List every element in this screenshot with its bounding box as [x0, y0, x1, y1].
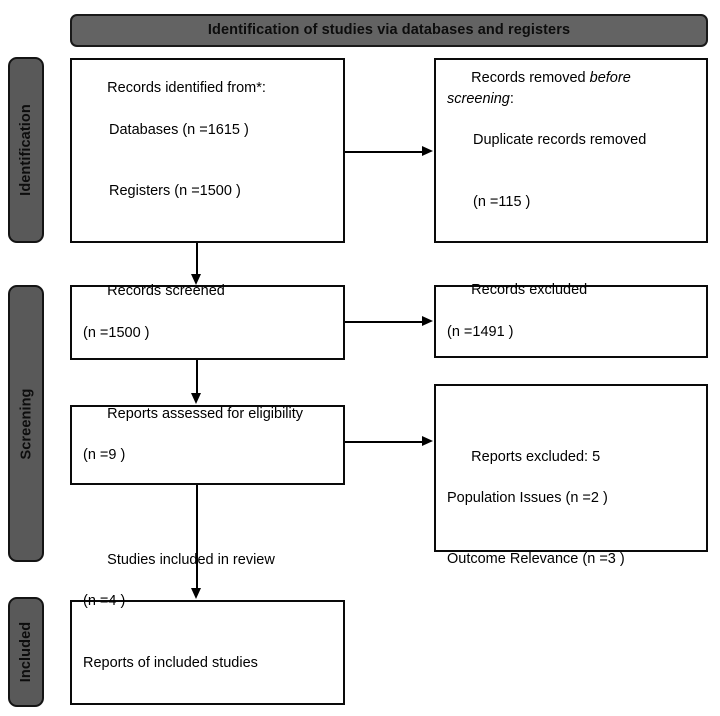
- connector-assessed-to-included: [196, 485, 198, 589]
- records-removed-line2-plain: :: [509, 90, 514, 107]
- stage-label-included: Included: [18, 621, 35, 683]
- studies-included-label: Studies included in review: [107, 551, 275, 568]
- connector-assessed-to-reports-excluded: [345, 441, 423, 443]
- box-studies-included: Studies included in review (n =4 ) Repor…: [70, 552, 345, 705]
- records-identified-line1: Records identified from*:: [107, 80, 266, 97]
- box-records-identified: Records identified from*: Databases (n =…: [70, 58, 345, 243]
- box-records-screened-text: Records screened (n =1500 ): [72, 261, 343, 384]
- records-removed-count: (n =115 ): [473, 193, 531, 210]
- records-screened-count: (n =1500 ): [83, 324, 150, 341]
- studies-included-count: (n =4 ): [83, 592, 126, 609]
- stage-label-identification: Identification: [18, 104, 34, 196]
- box-records-removed-text: Records removed before screening: Duplic…: [436, 48, 706, 254]
- box-reports-excluded-text: Reports excluded: 5 Population Issues (n…: [436, 426, 706, 611]
- box-records-screened: Records screened (n =1500 ): [70, 283, 345, 360]
- records-identified-databases: Databases (n =1615 ): [109, 121, 249, 138]
- stage-bar-identification: Identification: [8, 57, 44, 243]
- box-reports-assessed-text: Reports assessed for eligibility (n =9 ): [72, 383, 343, 506]
- arrowhead-assessed-to-included: [191, 588, 201, 599]
- stage-bar-included: Included: [8, 597, 44, 707]
- records-removed-line2-italic: screening: [447, 90, 510, 107]
- records-removed-line1-plain: Records removed: [471, 70, 590, 87]
- connector-screened-to-excluded: [345, 321, 423, 323]
- arrowhead-identified-to-removed: [422, 146, 433, 156]
- arrowhead-assessed-to-reports-excluded: [422, 436, 433, 446]
- box-records-removed: Records removed before screening: Duplic…: [434, 58, 708, 243]
- records-removed-duplicates: Duplicate records removed: [473, 131, 647, 148]
- stage-label-screening: Screening: [18, 387, 35, 460]
- connector-identified-to-screened: [196, 243, 198, 275]
- connector-screened-to-assessed: [196, 360, 198, 394]
- stage-bar-screening: Screening: [8, 285, 44, 562]
- reports-included-label: Reports of included studies: [83, 654, 258, 671]
- box-reports-excluded: Reports excluded: 5 Population Issues (n…: [434, 384, 708, 567]
- records-identified-registers: Registers (n =1500 ): [109, 183, 241, 200]
- diagram-title: Identification of studies via databases …: [207, 21, 571, 38]
- reports-assessed-count: (n =9 ): [83, 447, 126, 463]
- records-screened-label: Records screened: [107, 283, 225, 300]
- reports-assessed-label: Reports assessed for eligibility: [107, 405, 304, 422]
- reports-excluded-population: Population Issues (n =2 ): [447, 489, 608, 506]
- records-removed-line1-italic: before: [589, 70, 631, 87]
- records-excluded-label: Records excluded: [471, 282, 588, 299]
- arrowhead-screened-to-excluded: [422, 316, 433, 326]
- diagram-header-banner: Identification of studies via databases …: [70, 14, 708, 47]
- arrowhead-screened-to-assessed: [191, 393, 201, 404]
- box-records-identified-text: Records identified from*: Databases (n =…: [72, 58, 343, 243]
- box-reports-assessed: Reports assessed for eligibility (n =9 ): [70, 405, 345, 485]
- reports-excluded-outcome: Outcome Relevance (n =3 ): [447, 551, 625, 568]
- box-records-excluded-text: Records excluded (n =1491 ): [436, 260, 706, 383]
- box-studies-included-text: Studies included in review (n =4 ) Repor…: [72, 529, 343, 716]
- connector-identified-to-removed: [345, 151, 423, 153]
- box-records-excluded: Records excluded (n =1491 ): [434, 282, 708, 358]
- reports-excluded-total: Reports excluded: 5: [471, 448, 601, 465]
- arrowhead-identified-to-screened: [191, 274, 201, 285]
- records-excluded-count: (n =1491 ): [447, 323, 514, 340]
